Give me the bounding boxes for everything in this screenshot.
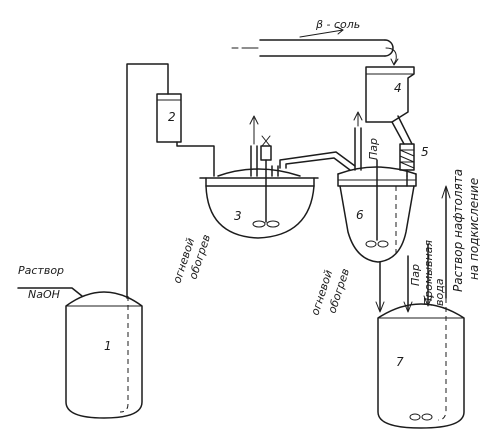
pipe-measure-tank-to-reactor3 <box>176 141 215 177</box>
feeder-5-number: 5 <box>421 145 429 159</box>
beta-salt-arrow <box>299 26 344 38</box>
pipe-reactor6-to-receiver7 <box>375 261 385 313</box>
naoh-solution-label: Раствор <box>18 264 64 277</box>
beta-salt-label: β - соль <box>315 18 360 31</box>
steam-label-reactor: Пар <box>367 138 380 160</box>
fusion-pot-6 <box>337 111 417 263</box>
measuring-tank-2-number: 2 <box>168 110 176 124</box>
measuring-tank-2 <box>156 93 182 143</box>
hopper-4 <box>365 66 415 145</box>
hopper-4-number: 4 <box>394 81 402 95</box>
naoh-formula-label: NaOH <box>28 288 60 301</box>
naoh-feed-line <box>17 287 83 297</box>
fusion-pot-3 <box>199 115 319 239</box>
fusion-pot-3-number: 3 <box>234 209 242 223</box>
tank-1 <box>65 291 143 419</box>
receiver-inlet-pipes <box>403 185 451 313</box>
naphtholate-solution-label-line1: Раствор нафтолята <box>451 169 465 292</box>
pipe-reactor3-to-reactor6 <box>279 151 356 171</box>
fusion-pot-6-number: 6 <box>356 208 364 222</box>
pipe-tank1-to-measure-tank <box>126 63 169 299</box>
steam-label-receiver: Пар <box>409 264 422 286</box>
receiver-7 <box>377 298 465 429</box>
wash-water-label-line1: Промывная <box>422 240 435 306</box>
tank-1-number: 1 <box>104 339 112 353</box>
wash-water-label-line2: вода <box>433 278 446 306</box>
beta-salt-conveyor <box>231 39 399 66</box>
receiver-7-number: 7 <box>396 355 404 369</box>
naphtholate-solution-label-line2: на подкисление <box>467 178 481 280</box>
